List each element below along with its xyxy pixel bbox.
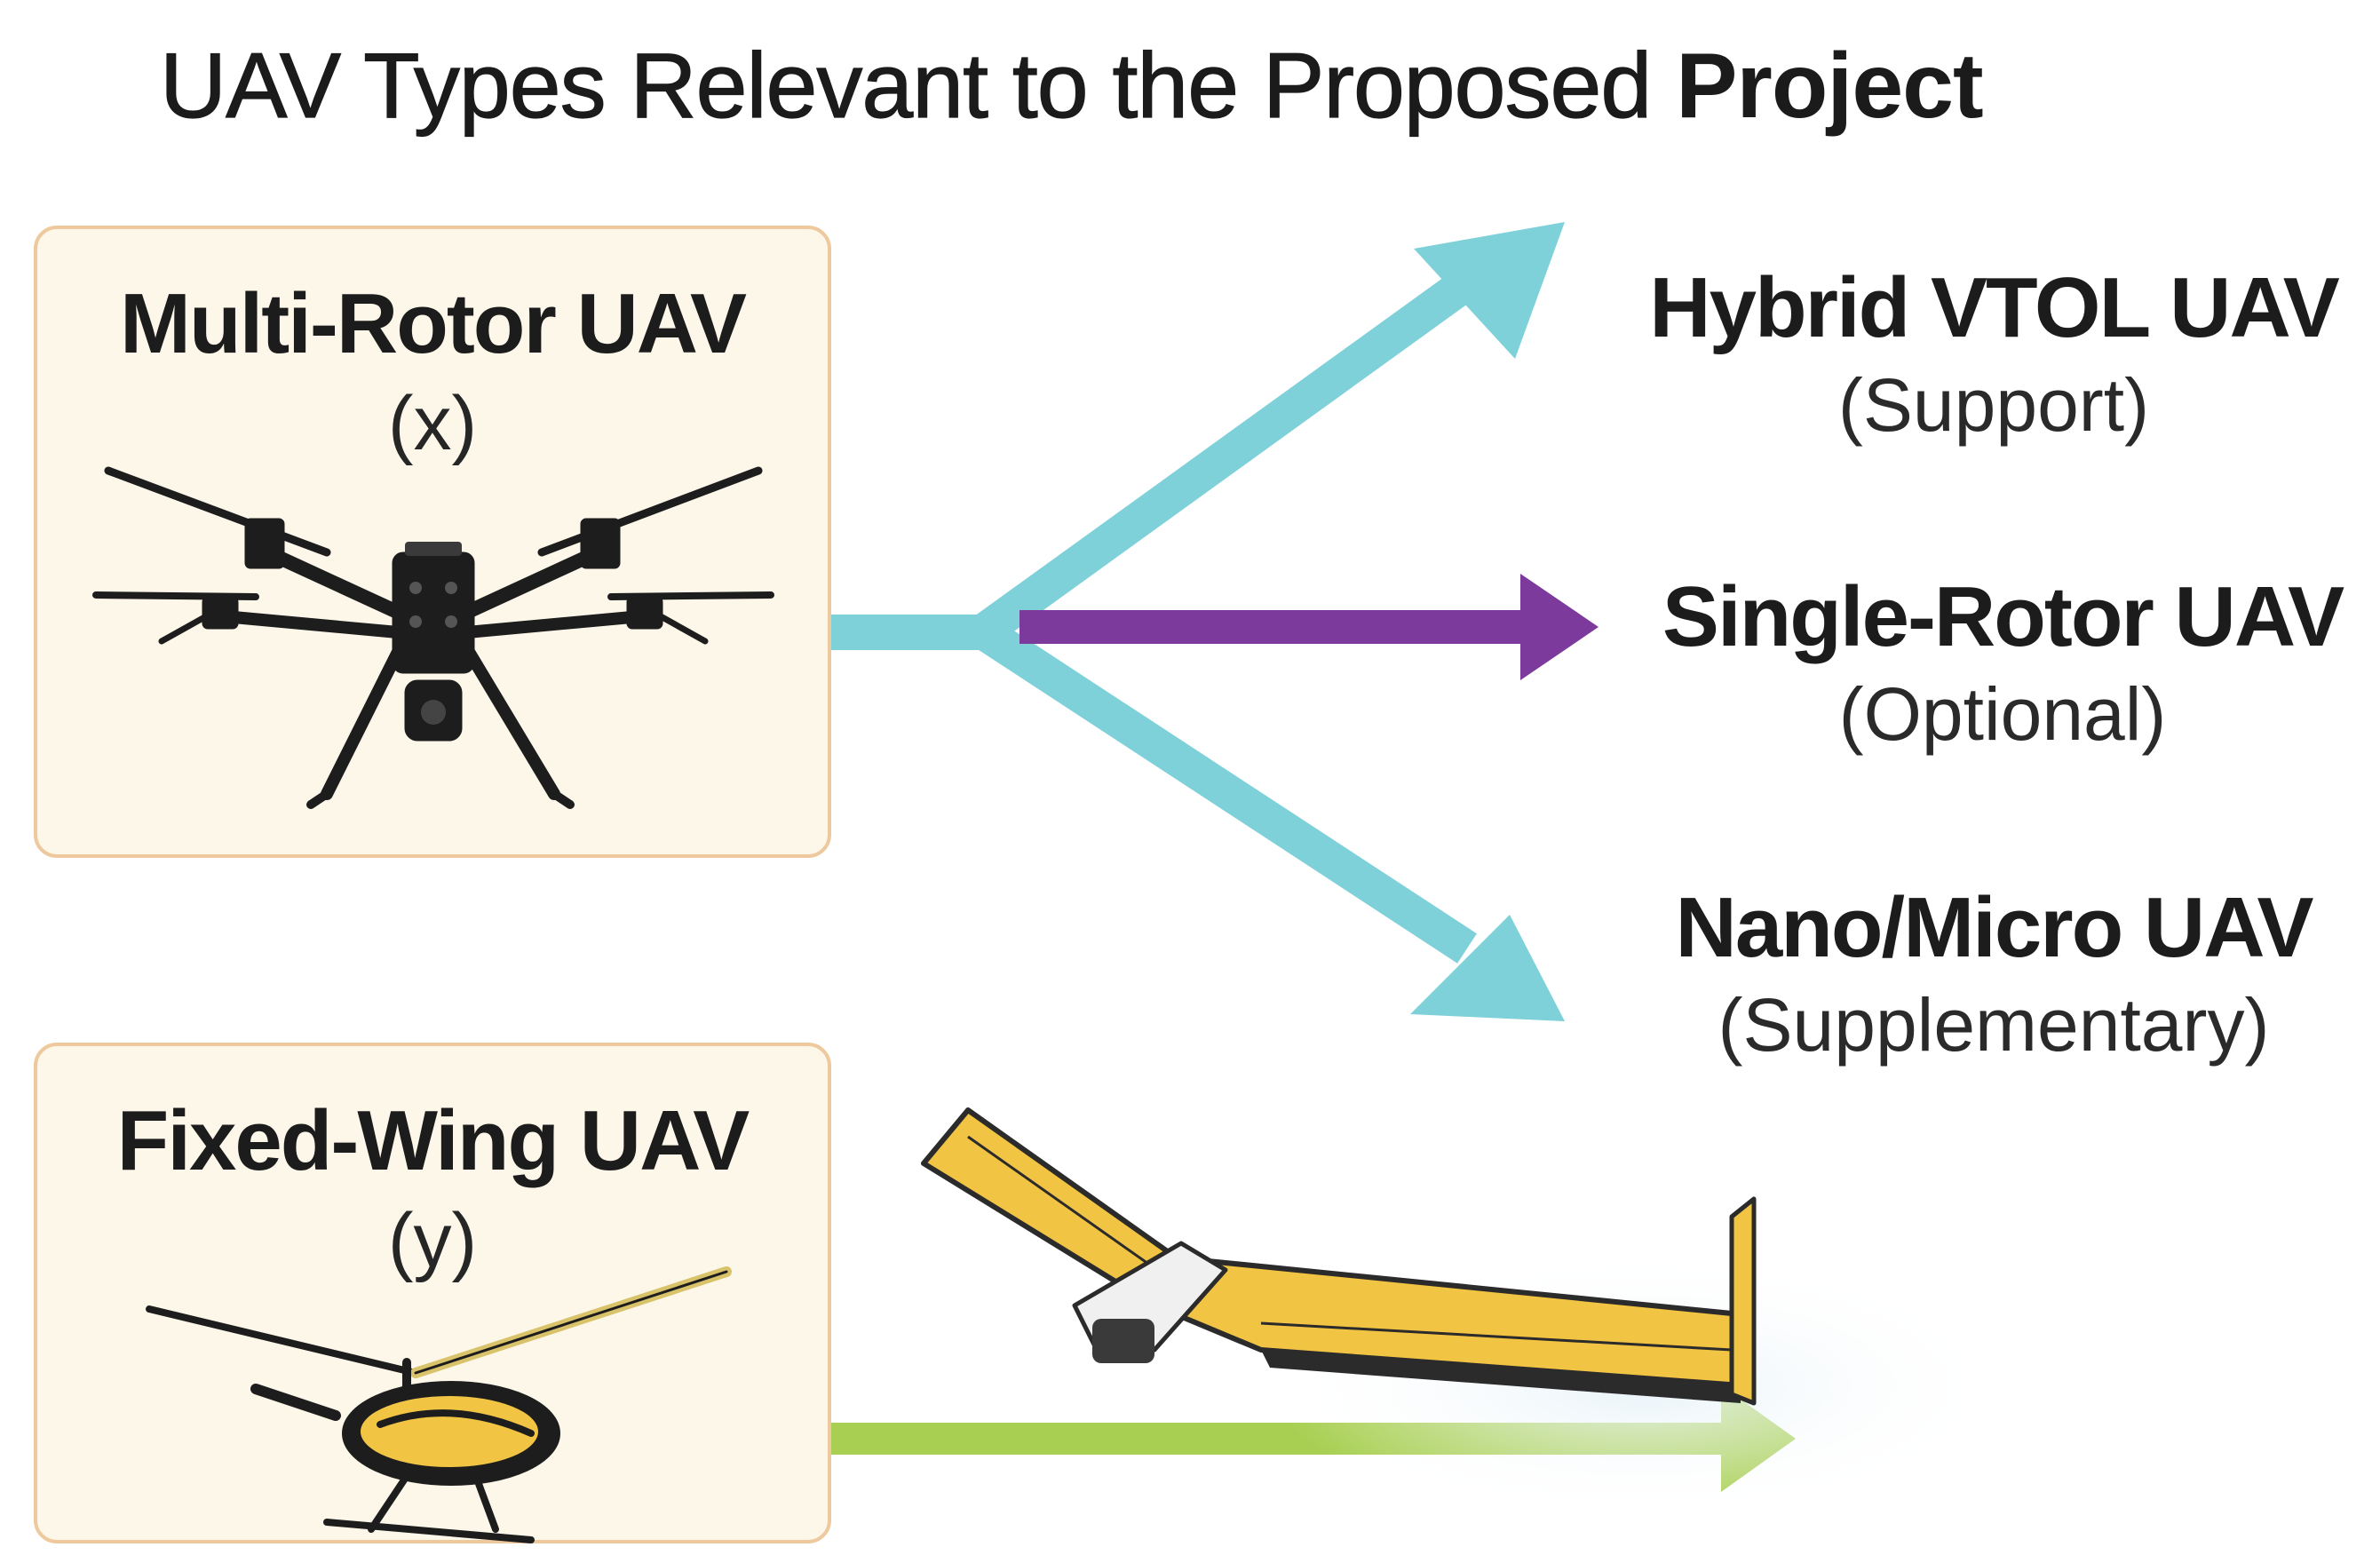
target-role: (Supplementary): [1718, 983, 2270, 1067]
title-emphasis: Project: [1676, 35, 1984, 138]
target-nano-micro: Nano/Micro UAV (Supplementary): [1612, 879, 2376, 1068]
target-single-rotor: Single-Rotor UAV (Optional): [1621, 568, 2380, 758]
target-role: (Support): [1837, 363, 2150, 447]
card-fixed-wing: Fixed-Wing UAV (y): [34, 1043, 831, 1543]
target-hybrid-vtol: Hybrid VTOL UAV (Support): [1612, 259, 2376, 448]
card-heading: Fixed-Wing UAV: [116, 1093, 750, 1188]
page-title: UAV Types Relevant to the Proposed Proje…: [159, 34, 1984, 139]
arrow-to-nano-micro: [969, 614, 1477, 964]
arrow-head-nano-micro: [1410, 915, 1565, 1021]
target-name: Single-Rotor UAV: [1662, 569, 2344, 664]
arrow-head-hybrid-vtol: [1414, 222, 1565, 359]
target-name: Nano/Micro UAV: [1675, 880, 2314, 975]
flying-wing-drone-icon: [921, 1107, 1757, 1406]
arrow-to-hybrid-vtol: [968, 267, 1478, 650]
arrow-head-single-rotor: [1520, 574, 1599, 680]
target-name: Hybrid VTOL UAV: [1649, 260, 2339, 355]
card-symbol: (x): [387, 381, 478, 466]
title-lead: UAV Types Relevant to the Proposed: [159, 34, 1677, 138]
card-symbol: (y): [387, 1198, 478, 1283]
target-role: (Optional): [1838, 672, 2167, 756]
quadcopter-drone-icon: [92, 466, 774, 809]
single-rotor-helicopter-icon: [146, 1266, 732, 1543]
card-multi-rotor: Multi-Rotor UAV (x): [34, 226, 831, 858]
card-heading: Multi-Rotor UAV: [119, 276, 747, 371]
